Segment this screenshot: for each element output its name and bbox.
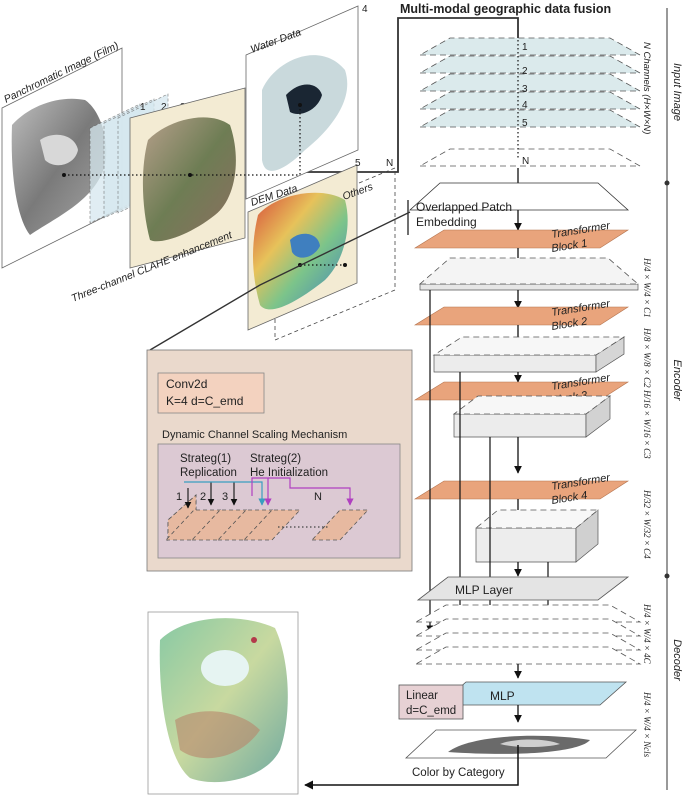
he-init-arrow-1 xyxy=(251,477,272,506)
channel-num-4: 4 xyxy=(522,100,528,111)
divider-dot-encoder xyxy=(664,180,670,186)
dem-panel xyxy=(247,164,358,331)
feature-map-1 xyxy=(418,257,640,291)
input-image-label: Input Image xyxy=(671,63,683,121)
transformer-block-1-line2: Block 1 xyxy=(551,237,589,254)
others-link-dot xyxy=(343,263,347,267)
water-link-dot xyxy=(298,103,302,107)
mlp-layer-plane xyxy=(416,576,630,601)
strategy2-line1: Strateg(2) xyxy=(250,453,301,465)
channel-stack xyxy=(418,37,642,167)
dem-index-5: 5 xyxy=(355,158,361,169)
encoder-label: Encoder xyxy=(671,360,683,402)
decoder-label: Decoder xyxy=(671,639,683,682)
color-by-category-label: Color by Category xyxy=(412,767,505,779)
dim-stage-4: H/32 × W/32 × C4 xyxy=(642,489,652,559)
kernel-num-3: 3 xyxy=(222,491,228,503)
feature-map-3 xyxy=(452,395,612,438)
linear-line1: Linear xyxy=(406,690,438,702)
output-plane xyxy=(404,729,638,759)
figure-title: Multi-modal geographic data fusion xyxy=(400,2,611,16)
transformer-block-4-line2: Block 4 xyxy=(551,489,589,506)
water-index: 4 xyxy=(362,4,368,15)
dem-index-n: N xyxy=(386,158,393,169)
fused-feature-stack xyxy=(414,604,642,665)
conv-line1: Conv2d xyxy=(166,377,207,391)
patch-embedding-line2: Embedding xyxy=(416,215,477,229)
mlp-label: MLP xyxy=(490,689,515,703)
transformer-block-4 xyxy=(413,480,630,500)
replication-arrow xyxy=(184,481,266,506)
input-link-dot-b xyxy=(188,173,192,177)
dim-stage-2: H/8 × W/8 × C2 xyxy=(642,327,652,388)
out-dim: H/4 × W/4 × Ncls xyxy=(642,691,652,758)
clahe-channel-2: 2 xyxy=(161,102,167,113)
output-map-panel xyxy=(147,611,299,795)
clahe-channel-1: 1 xyxy=(140,102,146,113)
he-init-arrow-2 xyxy=(268,477,354,506)
channel-num-1: 1 xyxy=(522,42,528,53)
mlp-layer-label: MLP Layer xyxy=(455,583,513,597)
patch-embedding-plane xyxy=(408,182,630,211)
conv-line2: K=4 d=C_emd xyxy=(166,394,243,408)
patch-embedding-bracket xyxy=(149,200,411,351)
strategy2-line2: He Initialization xyxy=(250,467,328,479)
channel-num-5: 5 xyxy=(522,118,528,129)
transformer-block-2 xyxy=(413,306,630,326)
channel-num-2: 2 xyxy=(522,66,528,77)
channel-num-n: N xyxy=(522,156,529,167)
kernel-num-1: 1 xyxy=(176,491,182,503)
transformer-block-2-line2: Block 2 xyxy=(551,315,589,332)
strategy1-line1: Strateg(1) xyxy=(180,453,231,465)
feature-map-4 xyxy=(474,509,600,563)
mlp-plane xyxy=(438,681,628,706)
water-panel xyxy=(245,5,359,200)
channels-label: N Channels (H×W×N) xyxy=(641,42,652,134)
output-return-arrow xyxy=(304,745,519,790)
fusion-bracket xyxy=(298,17,519,173)
linear-line2: d=C_emd xyxy=(406,705,456,717)
patch-embedding-line1: Overlapped Patch xyxy=(416,200,512,214)
dim-stage-3: H/16 × W/16 × C3 xyxy=(642,389,652,459)
linear-box xyxy=(398,684,464,720)
fuse-dim: H/4 × W/4 × 4C xyxy=(642,603,652,665)
divider-dot-decoder xyxy=(664,573,670,579)
kernel-num-2: 2 xyxy=(200,491,206,503)
kernel-num-n: N xyxy=(314,491,322,503)
input-link-dot-a xyxy=(62,173,66,177)
feature-map-2 xyxy=(432,336,626,373)
transformer-block-1 xyxy=(413,229,630,249)
strategy1-line2: Replication xyxy=(180,467,237,479)
mechanism-title: Dynamic Channel Scaling Mechanism xyxy=(162,429,347,441)
channel-num-3: 3 xyxy=(522,84,528,95)
dim-stage-1: H/4 × W/4 × C1 xyxy=(642,257,652,318)
clahe-panel xyxy=(129,87,246,269)
